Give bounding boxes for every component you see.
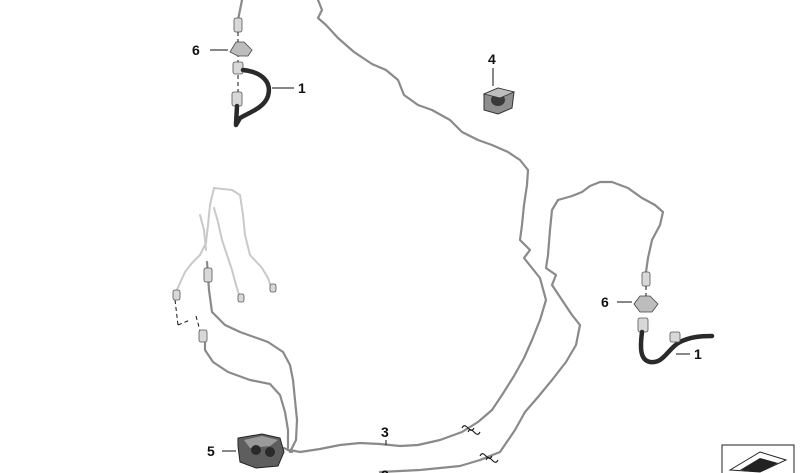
left-brake-pipe	[203, 260, 299, 454]
left-fittings	[172, 267, 277, 343]
part-label-3: 3	[381, 424, 389, 440]
part-label-4: 4	[488, 51, 496, 67]
vehicle-thumbnail-icon	[721, 444, 795, 473]
brake-hose-clip-top	[229, 41, 253, 57]
part-label-6: 6	[192, 42, 200, 58]
brake-hose-clip-right	[633, 295, 659, 313]
part-label-6: 6	[601, 294, 609, 310]
phantom-pipes	[175, 187, 273, 299]
top-brake-hose-assembly	[231, 0, 272, 128]
main-brake-pipe	[282, 0, 548, 454]
valve-block	[482, 87, 516, 115]
right-brake-hose-assembly	[637, 271, 715, 365]
union-nut-icon	[269, 283, 277, 293]
leader-lines	[210, 49, 690, 452]
union-nut-icon	[232, 61, 244, 75]
union-nut-icon	[198, 329, 208, 343]
part-label-1: 1	[298, 80, 306, 96]
union-nut-icon	[203, 267, 213, 283]
union-nut-icon	[637, 317, 649, 333]
union-nut-icon	[669, 331, 681, 343]
pipe-holder	[237, 433, 285, 469]
part-label-1: 1	[694, 346, 702, 362]
center-line-left	[174, 299, 203, 339]
union-nut-icon	[641, 271, 651, 287]
part-label-5: 5	[207, 443, 215, 459]
union-nut-icon	[233, 17, 243, 33]
front-brake-pipe	[378, 180, 665, 473]
pipe-break-icon	[461, 425, 499, 463]
union-nut-icon	[172, 289, 181, 301]
union-nut-icon	[237, 293, 245, 303]
part-label-2: 2	[381, 467, 389, 473]
